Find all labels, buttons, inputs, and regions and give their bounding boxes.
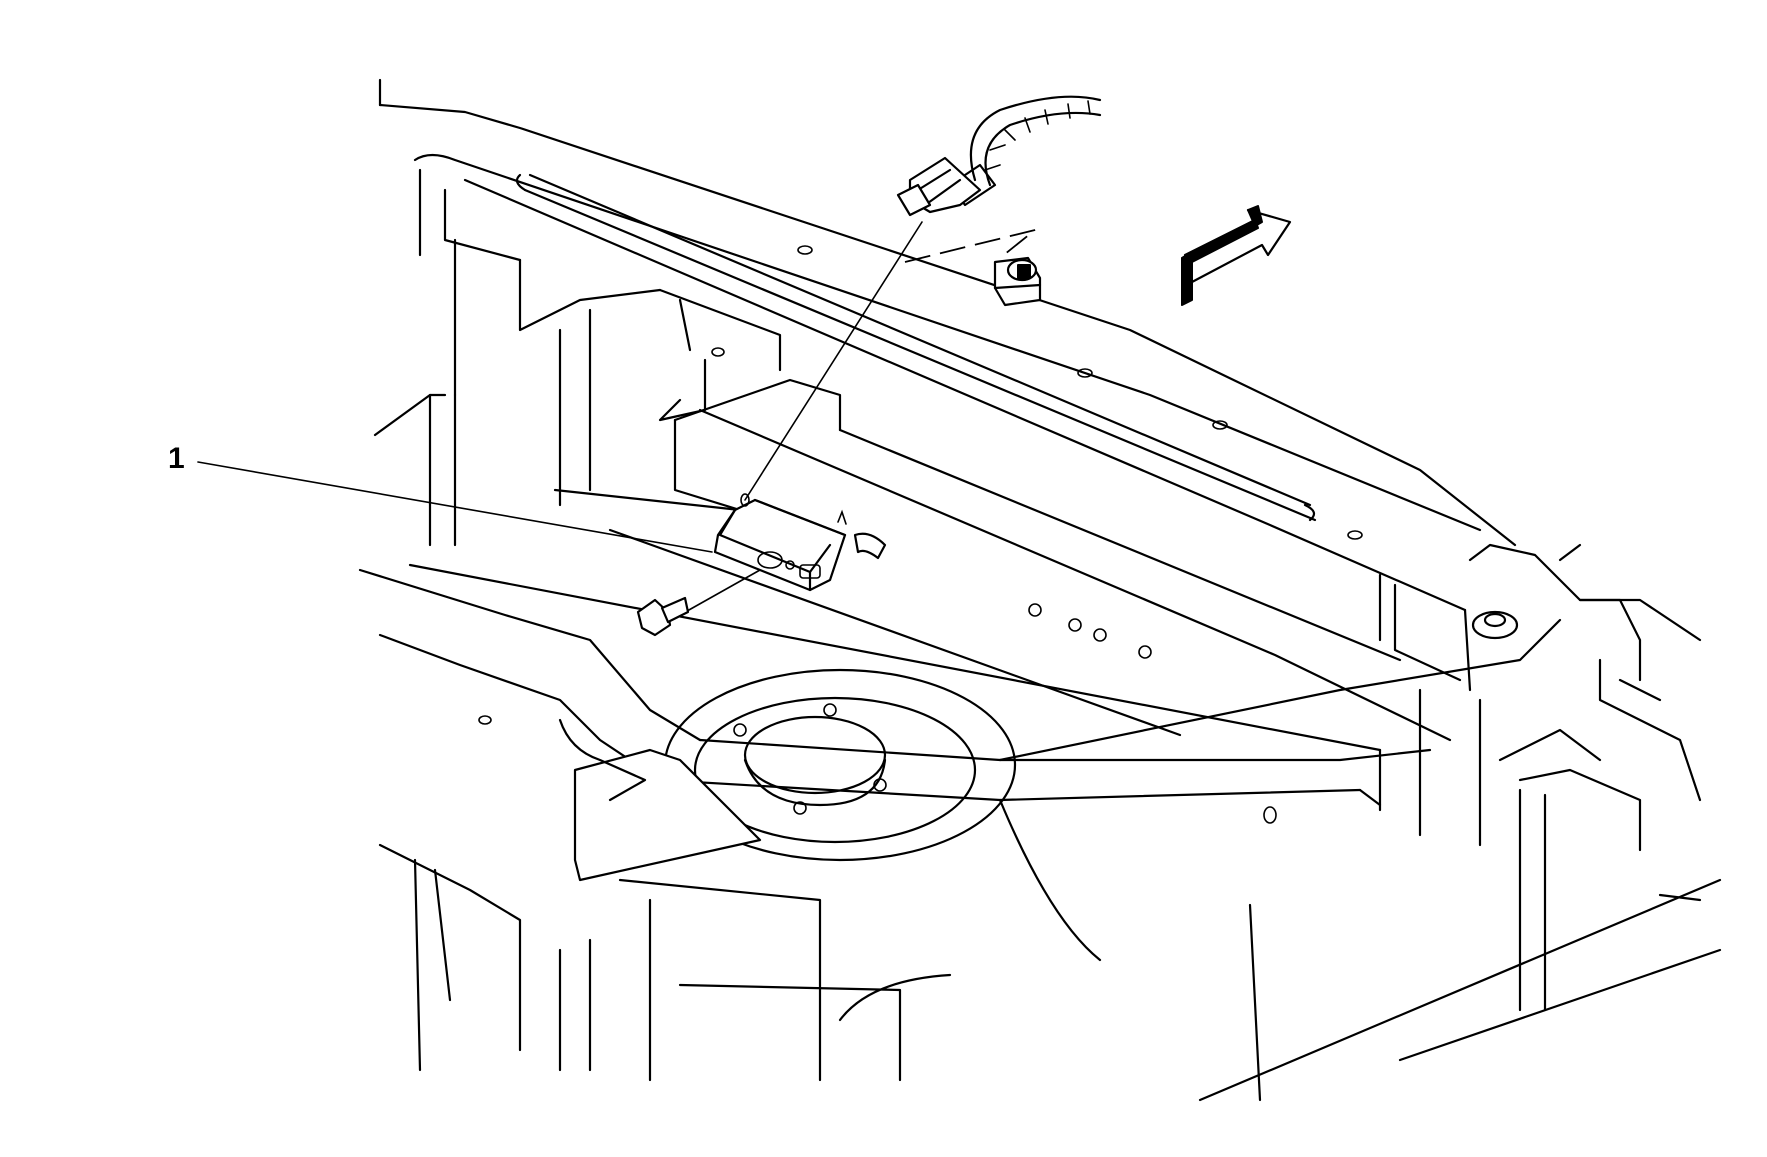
connector-leader-line <box>744 221 923 501</box>
impact-sensor-icon <box>713 493 887 592</box>
bottom-structure <box>378 798 1722 1102</box>
bolt-icon <box>636 569 761 637</box>
electrical-connector-icon <box>896 156 982 217</box>
lower-frame <box>358 568 1562 882</box>
center-box-member <box>408 378 1452 752</box>
front-direction-arrow-icon <box>1181 205 1292 306</box>
grommet-icon <box>993 256 1042 307</box>
upper-crossmember <box>378 78 1517 692</box>
left-frame-rails <box>373 258 782 547</box>
callout-1-label: 1 <box>168 442 185 475</box>
spare-tire-well <box>663 668 1017 862</box>
right-bracket <box>1468 543 1702 1012</box>
callout-1-leader-line <box>197 461 713 553</box>
harness-routing-dashed-line <box>904 229 1036 263</box>
